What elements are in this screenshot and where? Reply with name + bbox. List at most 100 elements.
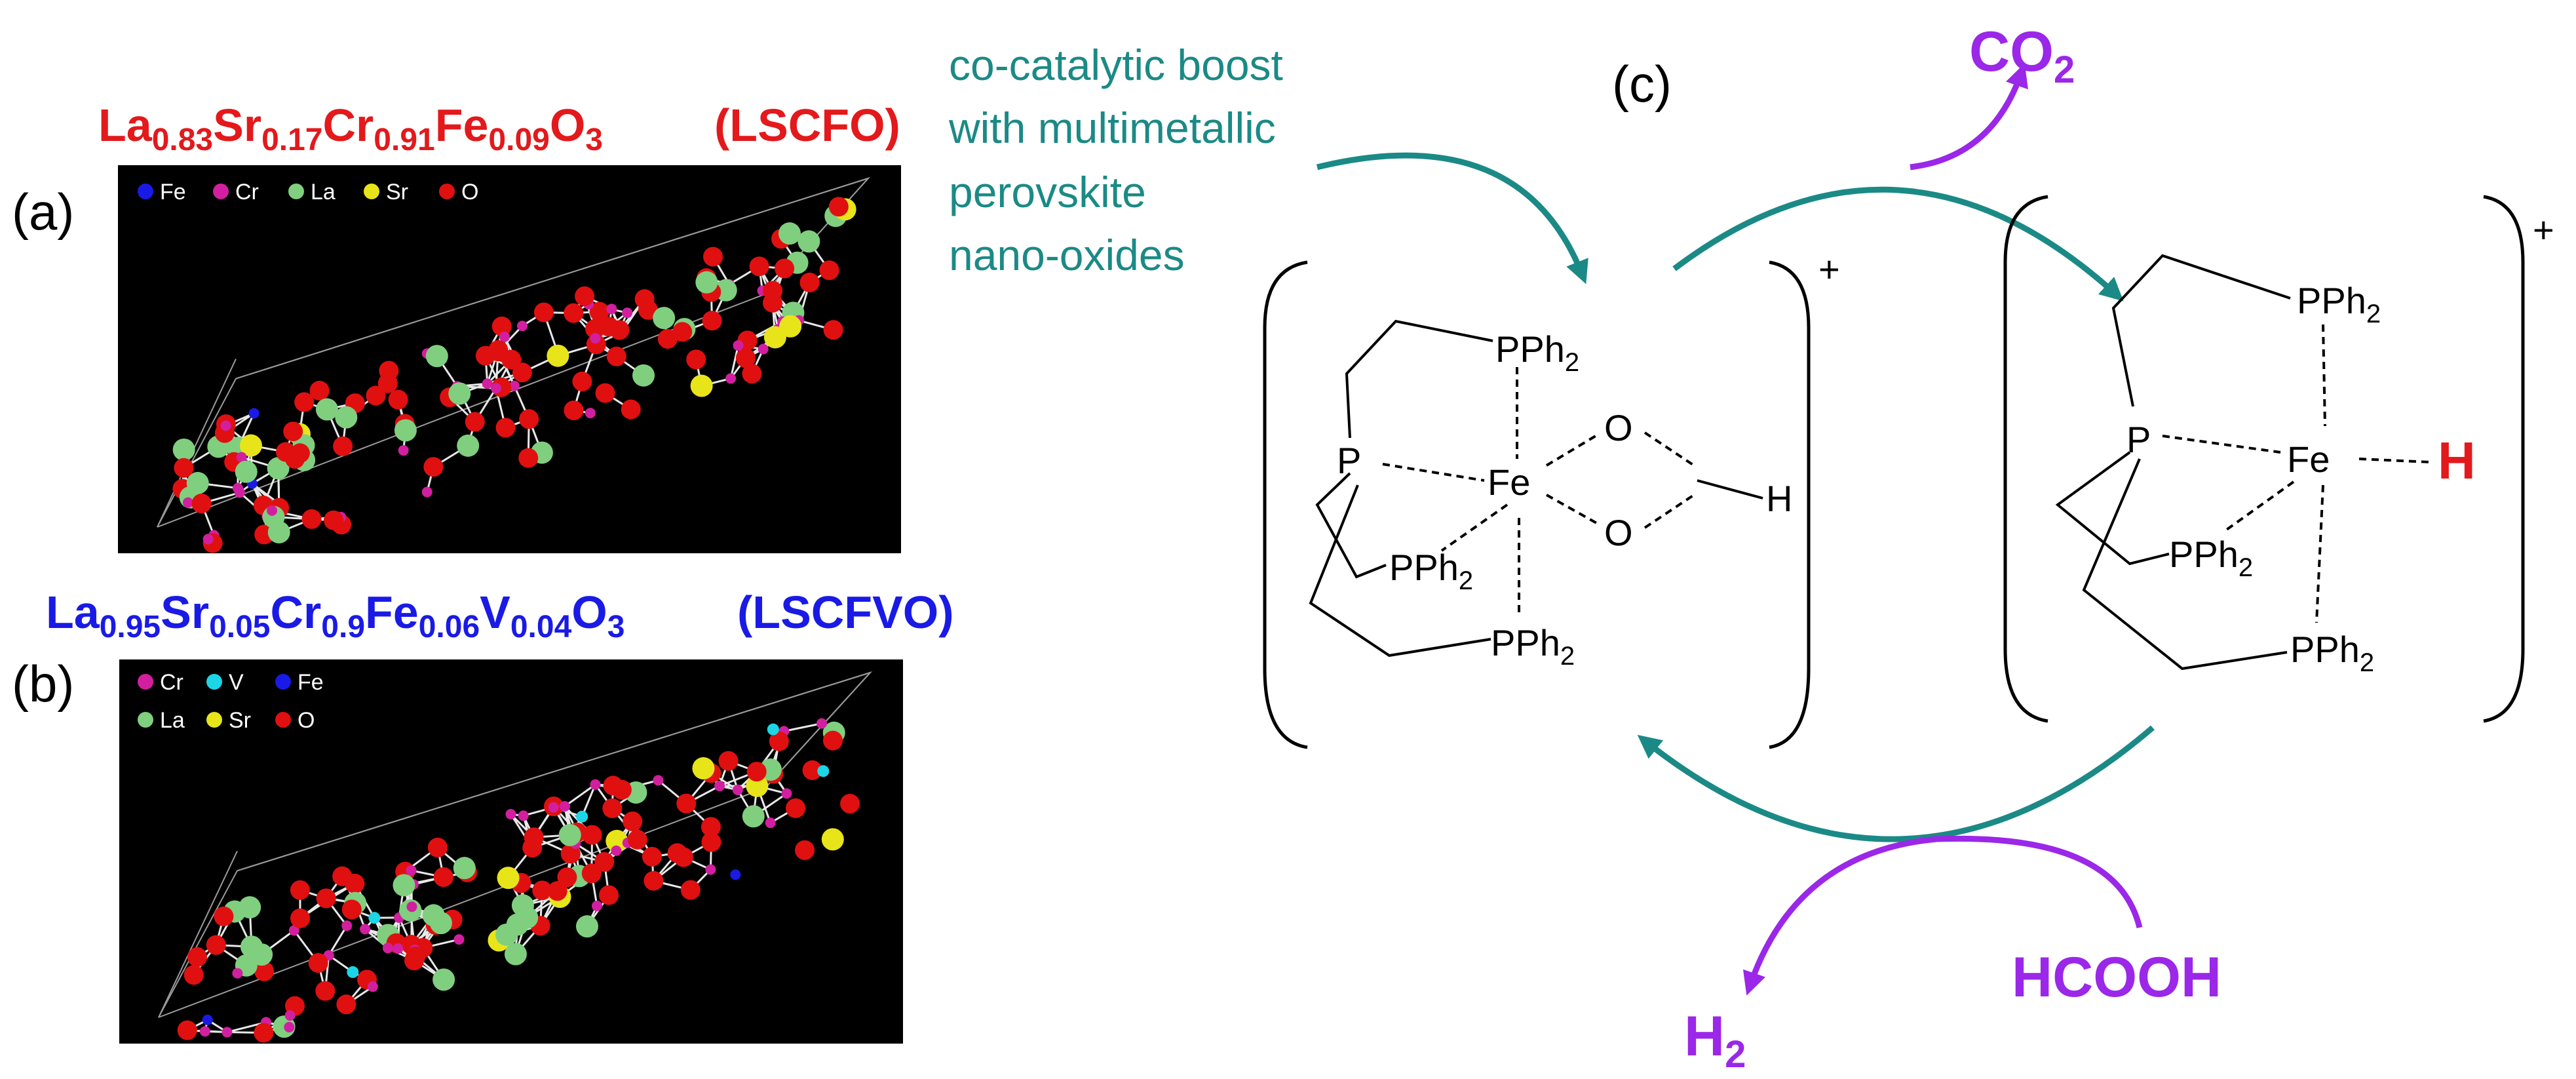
lattice-atom [497, 867, 520, 890]
fe-hydride-complex: + P Fe H PPh2 PPh2 PPh2 [2003, 195, 2554, 723]
lattice-atom [499, 331, 510, 342]
lattice-atom [611, 779, 632, 800]
lattice-atom [433, 968, 455, 991]
lattice-atom [705, 864, 716, 875]
lattice-atom [495, 923, 518, 946]
lscfo-abbrev: (LSCFO) [714, 100, 900, 151]
lattice-atom [393, 943, 404, 954]
complex2-pph2-mid: PPh2 [2169, 534, 2253, 582]
lattice-atom [425, 345, 448, 368]
lattice-atom [672, 322, 693, 342]
legend-b-label-cr: Cr [160, 670, 183, 695]
lattice-atom [767, 723, 779, 736]
lattice-atom [802, 760, 822, 780]
lattice-atom [558, 823, 581, 846]
lattice-atom [518, 810, 529, 821]
lattice-atom [206, 935, 226, 955]
co2-label: CO2 [1969, 20, 2075, 91]
boost-line-3: perovskite [949, 168, 1146, 216]
lattice-atom [676, 793, 697, 814]
complex2-arm-bottom [2082, 458, 2288, 671]
lattice-atom [653, 775, 664, 786]
complex2-right-bracket [2483, 195, 2525, 723]
lattice-atom [284, 1010, 296, 1021]
lattice-atom [187, 947, 207, 967]
lattice-atom [742, 805, 765, 828]
lattice-atom [290, 908, 311, 928]
lattice-atom [182, 497, 193, 508]
lattice-atom [623, 812, 643, 832]
lattice-atom [341, 920, 353, 932]
lattice-atom [611, 845, 622, 856]
lattice-edge [237, 672, 871, 872]
lattice-atom [786, 798, 806, 818]
lattice-atom [763, 326, 786, 349]
lattice-atom [695, 271, 718, 294]
lattice-atom [333, 436, 353, 456]
lattice-atom [394, 419, 417, 442]
lscfvo-lattice [158, 671, 873, 1043]
lattice-atom [406, 865, 417, 876]
lattice-atom [366, 385, 386, 406]
lattice-atom [301, 509, 322, 529]
lattice-atom [823, 320, 843, 340]
lattice-atom [576, 810, 588, 823]
legend-b-label-v: V [229, 670, 244, 695]
lattice-atom [457, 434, 480, 457]
lattice-atom [199, 1026, 210, 1037]
lattice-atom [290, 443, 310, 463]
lattice-atom [518, 448, 539, 468]
lattice-atom [701, 817, 721, 837]
lattice-atom [236, 452, 247, 463]
lattice-atom [239, 434, 262, 457]
lattice-atom [840, 793, 860, 814]
lattice-atom [644, 871, 664, 891]
lattice-atom [336, 994, 356, 1015]
complex2-fe: Fe [2287, 439, 2330, 480]
lattice-atom [599, 885, 619, 905]
legend-a-swatch-fe [138, 184, 153, 199]
lattice-atom [627, 829, 647, 850]
lattice-atom [453, 934, 465, 945]
lattice-atom [821, 828, 844, 851]
lattice-atom [183, 965, 204, 985]
lscfo-lattice [157, 176, 871, 553]
panel-c-label: (c) [1612, 55, 1672, 113]
lattice-atom [516, 906, 539, 929]
lower-cycle-arrow [1637, 725, 2155, 842]
lattice-atom [290, 880, 310, 900]
lattice-atom [781, 788, 792, 799]
lattice-atom [592, 900, 603, 911]
lattice-atom [174, 458, 194, 478]
lattice-atom [309, 380, 330, 401]
legend-b-label-la: La [160, 708, 185, 733]
lattice-atom [621, 399, 641, 420]
lattice-atom [202, 534, 214, 545]
complex1-charge: + [1818, 248, 1840, 290]
lattice-atom [267, 505, 278, 516]
complex2-arm-top [2111, 254, 2291, 407]
lattice-atom [564, 303, 584, 323]
lattice-atom [732, 784, 743, 795]
lattice-atom [703, 246, 723, 267]
lattice-atom [505, 808, 516, 819]
lattice-atom [817, 765, 830, 777]
lattice-atom [657, 328, 678, 349]
lattice-atom [581, 863, 602, 884]
complex1-p-center: P [1337, 440, 1361, 481]
lattice-atom [559, 801, 570, 812]
lattice-atom [763, 281, 783, 301]
hcooh-to-h2-arrow [1742, 835, 2143, 996]
lattice-atom [517, 321, 528, 332]
lattice-atom [733, 340, 744, 351]
lattice-atom [234, 487, 245, 498]
complex1-pph2-mid: PPh2 [1389, 547, 1473, 595]
lattice-atom [749, 256, 769, 277]
complex2-pph2-bottom: PPh2 [2290, 629, 2374, 677]
lattice-atom [702, 311, 722, 331]
lattice-atom [368, 912, 381, 924]
lattice-atom [680, 880, 701, 900]
legend-b-swatch-o [275, 712, 291, 728]
